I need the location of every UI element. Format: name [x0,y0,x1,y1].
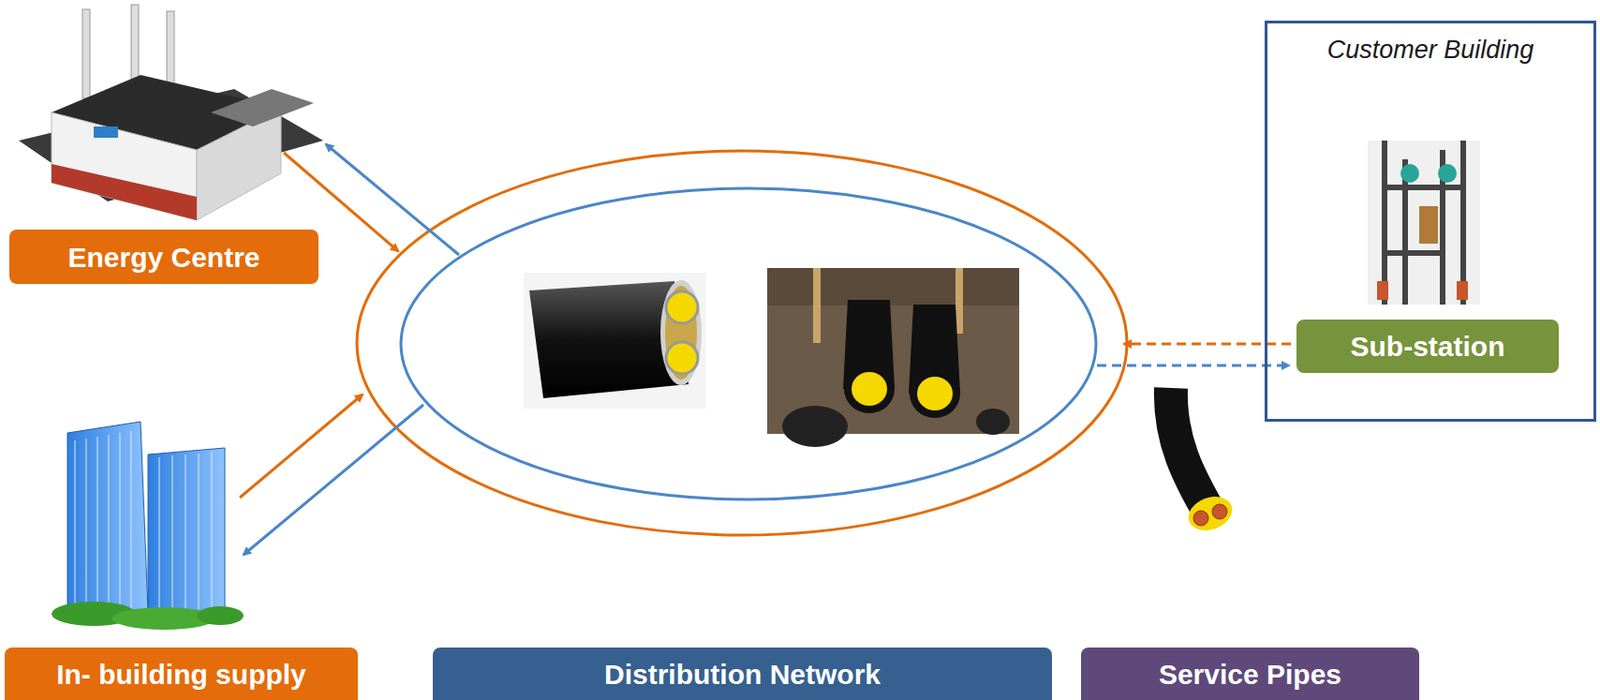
label-box: In- building supply [4,647,358,700]
box-label: Energy Centre [67,241,260,273]
energy-centre-picture [18,4,324,221]
flow-arrows [239,144,1291,555]
box-label: Distribution Network [604,658,881,690]
in-building-picture [51,421,244,630]
building-title: Customer Building [1327,36,1535,65]
building-outline: Customer BuildingSub-station [1264,20,1597,422]
label-box: Energy Centre [9,229,319,284]
twin-pipe-picture [523,272,707,409]
label-box: Sub-station [1296,319,1559,373]
box-label: Sub-station [1350,330,1506,362]
label-box: Distribution Network [432,647,1052,700]
trench-picture [767,267,1020,447]
box-label: Service Pipes [1158,658,1342,690]
box-label: In- building supply [56,658,307,690]
flow-ring [356,150,1127,535]
label-box: Service Pipes [1081,647,1420,700]
substation-picture [1367,140,1481,305]
return-ring [400,188,1097,500]
service-pipe-picture [1170,387,1237,536]
